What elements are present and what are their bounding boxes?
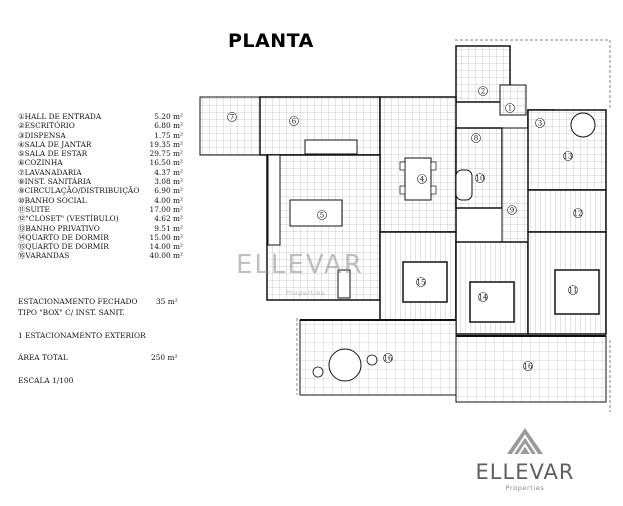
legend-label: ③DISPENSA [18,130,66,140]
room-number: 14 [479,294,488,302]
room-number: 3 [538,120,542,128]
room-legend: ①HALL DE ENTRADA 5.20 m² ②ESCRITÓRIO 6.80 … [18,112,183,261]
room-number: 16 [524,363,533,371]
legend-area: 6.80 m² [154,121,183,131]
kitchen-island [304,139,358,155]
legend-label: ⑩BANHO SOCIAL [18,195,87,205]
legend-label: ⑦LAVANADARIA [18,167,82,177]
legend-row: ⑧INST. SANITÁRIA 3.08 m² [18,177,183,186]
legend-row: ⑦LAVANADARIA 4.37 m² [18,168,183,177]
room-lavanderia [199,96,261,156]
legend-row: ③DISPENSA 1.75 m² [18,131,183,140]
legend-area: 15.00 m² [149,232,183,242]
logo-name: ELLEVAR [475,460,575,484]
legend-row: ⑤SALA DE ESTAR 29.75 m² [18,149,183,158]
legend-area: 4.37 m² [154,167,183,177]
bed-14 [469,281,515,323]
watermark-name: ELLEVAR [236,250,364,280]
legend-label: ⑯VARANDAS [18,251,70,261]
legend-row: ①HALL DE ENTRADA 5.20 m² [18,112,183,121]
legend-area: 5.20 m² [154,112,183,121]
legend-row: ⑯VARANDAS 40.00 m² [18,251,183,260]
legend-label: ①HALL DE ENTRADA [18,112,102,121]
legend-row: ⑪SUITE 17.00 m² [18,205,183,214]
room-number: 12 [574,210,583,218]
property-line [455,39,611,108]
parking-area: 35 m² [156,297,178,306]
legend-label: ②ESCRITÓRIO [18,121,75,131]
legend-area: 14.00 m² [149,242,183,252]
room-number: 8 [474,135,478,143]
room-number: 1 [508,105,512,113]
legend-area: 4.62 m² [154,214,183,224]
room-number: 11 [569,287,578,295]
legend-row: ⑩BANHO SOCIAL 4.00 m² [18,196,183,205]
legend-label: ⑪SUITE [18,204,50,214]
legend-row: ⑮QUARTO DE DORMIR 14.00 m² [18,242,183,251]
legend-area: 1.75 m² [154,130,183,140]
armchair [337,269,351,299]
legend-area: 3.08 m² [154,177,183,187]
room-number: 16 [384,355,393,363]
parking-line-2: TIPO "BOX" C/ INST. SANIT. [18,308,125,317]
legend-row: ⑭QUARTO DE DORMIR 15.00 m² [18,233,183,242]
room-closet [527,189,607,233]
legend-row: ⑬BANHO PRIVATIVO 9.51 m² [18,224,183,233]
brand-logo: ELLEVAR Properties [470,420,580,492]
legend-area: 16.50 m² [149,158,183,168]
legend-area: 19.35 m² [149,139,183,149]
legend-row: ⑨CIRCULAÇÃO/DISTRIBUIÇÃO 6.90 m² [18,186,183,195]
legend-area: 40.00 m² [149,251,183,261]
bed-11 [554,269,600,315]
legend-area: 17.00 m² [149,204,183,214]
page-title: PLANTA [228,30,314,52]
legend-label: ④SALA DE JANTAR [18,139,92,149]
bathtub [455,169,473,201]
kitchen-counter [267,154,281,246]
legend-label: ⑫"CLOSET" (VESTÍBULO) [18,214,119,224]
room-number: 7 [230,114,234,122]
room-number: 5 [320,212,324,220]
room-number: 15 [417,279,426,287]
round-table [328,348,362,382]
legend-label: ⑬BANHO PRIVATIVO [18,223,100,233]
exterior-parking: 1 ESTACIONAMENTO EXTERIOR [18,331,146,340]
room-number: 13 [564,153,573,161]
sofa [289,199,343,227]
legend-row: ⑥COZINHA 16.50 m² [18,158,183,167]
logo-sub: Properties [505,484,545,492]
jacuzzi [570,112,596,138]
legend-area: 4.00 m² [154,195,183,205]
legend-label: ⑥COZINHA [18,158,63,168]
legend-row: ⑫"CLOSET" (VESTÍBULO) 4.62 m² [18,214,183,223]
parking-line-1: ESTACIONAMENTO FECHADO [18,297,138,306]
watermark-sub: Properties [286,289,325,297]
total-area-label: ÁREA TOTAL [18,353,68,362]
room-circulacao [501,127,529,264]
room-number: 4 [420,176,425,184]
legend-row: ②ESCRITÓRIO 6.80 m² [18,121,183,130]
legend-label: ⑮QUARTO DE DORMIR [18,242,109,252]
legend-label: ⑨CIRCULAÇÃO/DISTRIBUIÇÃO [18,186,140,196]
total-area-value: 250 m² [151,353,178,362]
legend-label: ⑭QUARTO DE DORMIR [18,232,109,242]
legend-area: 9.51 m² [154,223,183,233]
room-number: 9 [510,207,514,215]
logo-icon [507,428,543,455]
room-sala-de-estar [266,154,381,301]
legend-area: 6.90 m² [154,186,183,196]
room-number: 6 [292,118,297,126]
terrace-16-left [299,319,457,396]
legend-label: ⑧INST. SANITÁRIA [18,177,92,187]
room-number: 10 [476,175,485,183]
legend-row: ④SALA DE JANTAR 19.35 m² [18,140,183,149]
scale-label: ESCALA 1/100 [18,376,74,385]
room-number: 2 [481,88,485,96]
legend-label: ⑤SALA DE ESTAR [18,149,88,159]
legend-area: 29.75 m² [149,149,183,159]
